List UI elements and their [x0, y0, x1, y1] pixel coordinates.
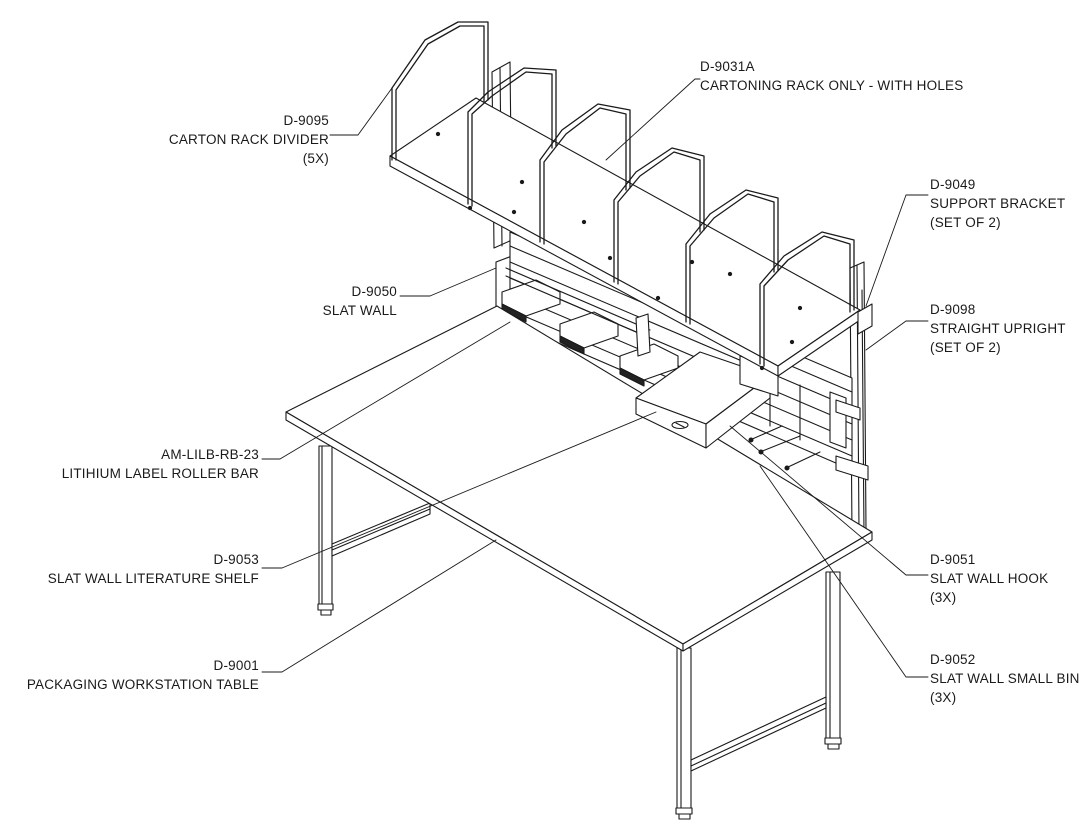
callout-am-lilb-rb-23: AM-LILB-RB-23 LITIHIUM LABEL ROLLER BAR	[62, 445, 259, 483]
slat-wall-small-bins	[502, 268, 678, 386]
callout-d9098: D-9098 STRAIGHT UPRIGHT (SET OF 2)	[930, 300, 1066, 357]
part-quantity: (SET OF 2)	[930, 215, 1001, 230]
part-number: D-9095	[283, 113, 329, 128]
part-quantity: (5X)	[302, 151, 329, 166]
callout-d9053: D-9053 SLAT WALL LITERATURE SHELF	[48, 550, 259, 588]
part-number: D-9001	[213, 658, 259, 673]
part-quantity: (SET OF 2)	[930, 340, 1001, 355]
callout-d9051: D-9051 SLAT WALL HOOK (3X)	[930, 550, 1048, 607]
part-number: D-9049	[930, 177, 976, 192]
part-description: LITIHIUM LABEL ROLLER BAR	[61, 466, 259, 481]
callout-d9031a: D-9031A CARTONING RACK ONLY - WITH HOLES	[700, 57, 963, 95]
part-number: D-9052	[930, 652, 976, 667]
cartoning-rack	[390, 98, 872, 376]
packaging-workstation-table	[286, 306, 872, 651]
callout-d9095: D-9095 CARTON RACK DIVIDER (5X)	[169, 111, 329, 168]
part-description: SLAT WALL HOOK	[930, 571, 1049, 586]
part-description: SUPPORT BRACKET	[930, 196, 1066, 211]
part-description: SLAT WALL	[322, 303, 397, 318]
callout-d9052: D-9052 SLAT WALL SMALL BIN (3X)	[930, 650, 1080, 707]
part-number: D-9050	[351, 284, 397, 299]
callout-d9050: D-9050 SLAT WALL	[323, 282, 397, 320]
part-description: SLAT WALL LITERATURE SHELF	[47, 571, 259, 586]
part-description: PACKAGING WORKSTATION TABLE	[26, 677, 259, 692]
part-number: D-9053	[213, 552, 259, 567]
part-description: CARTON RACK DIVIDER	[168, 132, 329, 147]
carton-rack-dividers	[392, 22, 854, 366]
part-description: CARTONING RACK ONLY - WITH HOLES	[700, 78, 964, 93]
part-quantity: (3X)	[930, 690, 957, 705]
part-number: D-9051	[930, 552, 976, 567]
callout-d9049: D-9049 SUPPORT BRACKET (SET OF 2)	[930, 175, 1065, 232]
part-quantity: (3X)	[930, 590, 957, 605]
part-number: D-9031A	[700, 59, 755, 74]
part-number: AM-LILB-RB-23	[161, 447, 259, 462]
callout-d9001: D-9001 PACKAGING WORKSTATION TABLE	[27, 656, 259, 694]
leader-lines	[262, 79, 928, 677]
part-description: SLAT WALL SMALL BIN	[930, 671, 1080, 686]
part-number: D-9098	[930, 302, 976, 317]
part-description: STRAIGHT UPRIGHT	[930, 321, 1066, 336]
